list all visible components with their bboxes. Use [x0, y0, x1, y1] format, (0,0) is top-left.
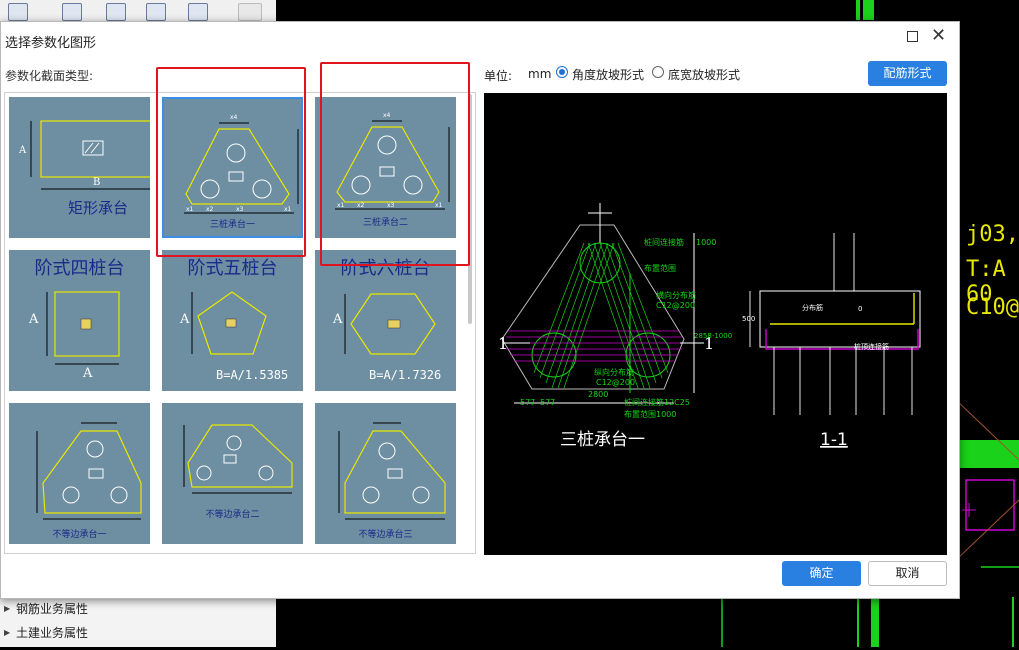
- shape-label: 不等边承台一: [52, 530, 107, 540]
- dim-label: x1: [186, 206, 194, 213]
- unit-value: mm: [528, 67, 552, 81]
- layer-icon[interactable]: [146, 3, 166, 21]
- chevron-right-icon: ▶: [4, 628, 11, 637]
- section-mark: 1: [704, 334, 714, 353]
- rebar-form-button[interactable]: 配筋形式: [868, 61, 947, 86]
- ok-button[interactable]: 确定: [782, 561, 861, 586]
- annotation: 布置范围1000: [624, 409, 676, 419]
- annotation: C12@200: [596, 378, 635, 387]
- shape-tile-unequal-3[interactable]: 不等边承台三: [315, 403, 456, 544]
- close-icon[interactable]: ✕: [931, 25, 947, 46]
- dim-label: A: [333, 312, 343, 327]
- left-panel: ▶ 钢筋业务属性 ▶ 土建业务属性: [0, 598, 276, 647]
- annotation: 0: [858, 305, 862, 313]
- annotation: 桩间连接筋12C25: [624, 397, 690, 407]
- dim-label: A: [29, 312, 39, 327]
- preview-drawing: 1 1 桩间连接筋 1000 布置范围 横向分布筋 C12@200 2858-1…: [498, 203, 921, 450]
- dim-label: A: [83, 366, 93, 381]
- new-icon[interactable]: [8, 3, 28, 21]
- radio-angle-slope[interactable]: [556, 66, 568, 78]
- dim-label: A: [180, 312, 190, 327]
- shape-tile-step-five-pile[interactable]: 阶式五桩台 A B=A/1.5385: [162, 250, 303, 391]
- shape-tile-rect-cap[interactable]: A B 矩形承台: [9, 97, 150, 238]
- shape-label: 三桩承台二: [362, 218, 408, 228]
- preview-title: 三桩承台一: [560, 430, 645, 450]
- highlight-box: [156, 67, 306, 257]
- annotation: 500: [742, 315, 755, 323]
- more-icon[interactable]: [238, 3, 262, 21]
- dim-label: x4: [230, 114, 238, 121]
- dim-label: x1: [337, 202, 345, 209]
- annotation: 布置范围: [644, 263, 676, 273]
- tree-item-label: 钢筋业务属性: [16, 602, 89, 616]
- tree-item-label: 土建业务属性: [16, 626, 89, 640]
- section-mark: 1: [498, 334, 508, 353]
- dim-label: x3: [387, 202, 395, 209]
- shape-label: 阶式六桩台: [340, 258, 431, 279]
- annotation: 桩顶连接筋: [854, 342, 889, 351]
- shape-tile-three-pile-2[interactable]: x4 x1 x2 x3 x1 三桩承台二: [315, 97, 456, 238]
- shape-tile-step-four-pile[interactable]: 阶式四桩台 A A: [9, 250, 150, 391]
- annotation: 2800: [588, 390, 608, 399]
- dim-label: A: [18, 145, 27, 156]
- dim-label: B: [93, 177, 100, 188]
- maximize-icon[interactable]: [907, 31, 918, 42]
- section-type-label: 参数化截面类型:: [5, 69, 94, 83]
- shape-label: 不等边承台三: [358, 530, 413, 540]
- dialog-title: 选择参数化图形: [5, 36, 97, 51]
- annotation: 横向分布筋: [656, 290, 696, 300]
- dim-label: x1: [284, 206, 292, 213]
- shape-label: 阶式四桩台: [34, 258, 125, 279]
- annotation: 577: [520, 398, 535, 407]
- shape-label: 矩形承台: [67, 199, 128, 217]
- shape-tile-unequal-2[interactable]: 不等边承台二: [162, 403, 303, 544]
- dim-label: x2: [206, 206, 214, 213]
- annotation: 桩间连接筋: [644, 237, 684, 247]
- copy-icon[interactable]: [62, 3, 82, 21]
- annotation: 纵向分布筋: [594, 367, 634, 377]
- app-toolbar: [0, 0, 276, 22]
- cad-drawing: [721, 0, 1019, 647]
- radio-angle-slope-label[interactable]: 角度放坡形式: [572, 68, 645, 82]
- dim-label: B=A/1.5385: [216, 368, 289, 382]
- dim-label: x4: [383, 112, 391, 119]
- shape-label: 不等边承台二: [205, 510, 260, 520]
- shape-grid[interactable]: A B 矩形承台 x4 x1 x2 x3 x1 三桩承台一: [4, 92, 476, 554]
- dim-label: x1: [435, 202, 443, 209]
- annotation: C12@200: [656, 301, 695, 310]
- highlight-box: [320, 62, 470, 266]
- annotation: 2858-1000: [694, 332, 732, 340]
- radio-bottom-width-slope-label[interactable]: 底宽放坡形式: [668, 68, 741, 82]
- cad-text: T:A 60: [966, 257, 1006, 307]
- preview-canvas: 1 1 桩间连接筋 1000 布置范围 横向分布筋 C12@200 2858-1…: [484, 93, 947, 555]
- tree-item-civil-props[interactable]: ▶ 土建业务属性: [0, 622, 270, 644]
- cancel-button[interactable]: 取消: [868, 561, 947, 586]
- cad-text: C10@1: [966, 295, 1019, 320]
- unit-label: 单位:: [484, 69, 513, 83]
- param-shape-dialog: 选择参数化图形 ✕ 参数化截面类型: 单位: mm 角度放坡形式 底宽放坡形式 …: [0, 21, 960, 599]
- delete-icon[interactable]: [106, 3, 126, 21]
- annotation: 1000: [696, 238, 716, 247]
- dim-label: B=A/1.7326: [369, 368, 442, 382]
- shape-tile-unequal-1[interactable]: 不等边承台一: [9, 403, 150, 544]
- dim-label: x3: [236, 206, 244, 213]
- shape-tile-step-six-pile[interactable]: 阶式六桩台 A B=A/1.7326: [315, 250, 456, 391]
- tree-item-rebar-props[interactable]: ▶ 钢筋业务属性: [0, 598, 270, 620]
- dim-label: x2: [357, 202, 365, 209]
- annotation: 577: [540, 398, 555, 407]
- shape-label: 阶式五桩台: [187, 258, 278, 279]
- grid-scrollbar[interactable]: [468, 94, 472, 324]
- chevron-right-icon: ▶: [4, 604, 11, 613]
- annotation: 分布筋: [802, 303, 823, 312]
- section-title: 1-1: [820, 430, 848, 450]
- shape-label: 三桩承台一: [209, 220, 255, 230]
- cad-text: j03,10: [966, 222, 1019, 247]
- save-icon[interactable]: [188, 3, 208, 21]
- radio-bottom-width-slope[interactable]: [652, 66, 664, 78]
- shape-tile-three-pile-1[interactable]: x4 x1 x2 x3 x1 三桩承台一: [162, 97, 303, 238]
